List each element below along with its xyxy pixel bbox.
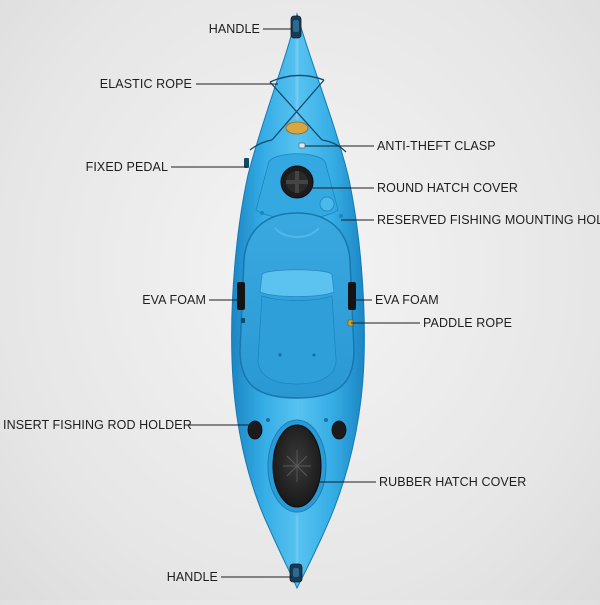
paddle-rope-clip-left [241,318,245,323]
rubber-hatch-cover [267,419,327,513]
eva-foam-pad-right [348,282,356,310]
label-insert-fishing-rod-holder: INSERT FISHING ROD HOLDER [3,418,192,432]
fishing-rod-holder-left [247,420,263,440]
label-anti-theft-clasp: ANTI-THEFT CLASP [377,139,496,153]
label-reserved-fishing-mounting-hole: RESERVED FISHING MOUNTING HOLE [377,213,600,227]
label-elastic-rope: ELASTIC ROPE [99,77,192,91]
mounting-hole [319,196,335,212]
rear-clip-left [266,418,270,422]
label-paddle-rope: PADDLE ROPE [423,316,513,330]
label-fixed-pedal: FIXED PEDAL [85,160,168,174]
eva-foam-pad-left [237,282,245,310]
label-handle-bottom: HANDLE [166,570,218,584]
label-round-hatch-cover: ROUND HATCH COVER [377,181,519,195]
brand-logo [285,121,309,135]
fishing-rod-holder-right [331,420,347,440]
mounting-hole-small-right [339,214,343,218]
leader-lines [171,28,420,578]
mounting-hole-small [260,211,264,215]
fixed-pedal [244,158,249,168]
drain-hole-right [312,353,316,357]
label-handle-top: HANDLE [208,22,260,36]
handle-bottom [289,563,303,583]
round-hatch-cover [280,165,314,199]
anti-theft-clasp [298,142,306,149]
handle-top [290,15,302,39]
drain-hole [278,353,282,357]
footwell-ridge [274,227,320,238]
label-eva-foam-right: EVA FOAM [375,293,439,307]
rear-clip-right [324,418,328,422]
label-eva-foam-left: EVA FOAM [142,293,206,307]
seat-pan [257,295,337,385]
seat-back [259,269,335,297]
elastic-rope [249,74,347,153]
label-rubber-hatch-cover: RUBBER HATCH COVER [379,475,527,489]
